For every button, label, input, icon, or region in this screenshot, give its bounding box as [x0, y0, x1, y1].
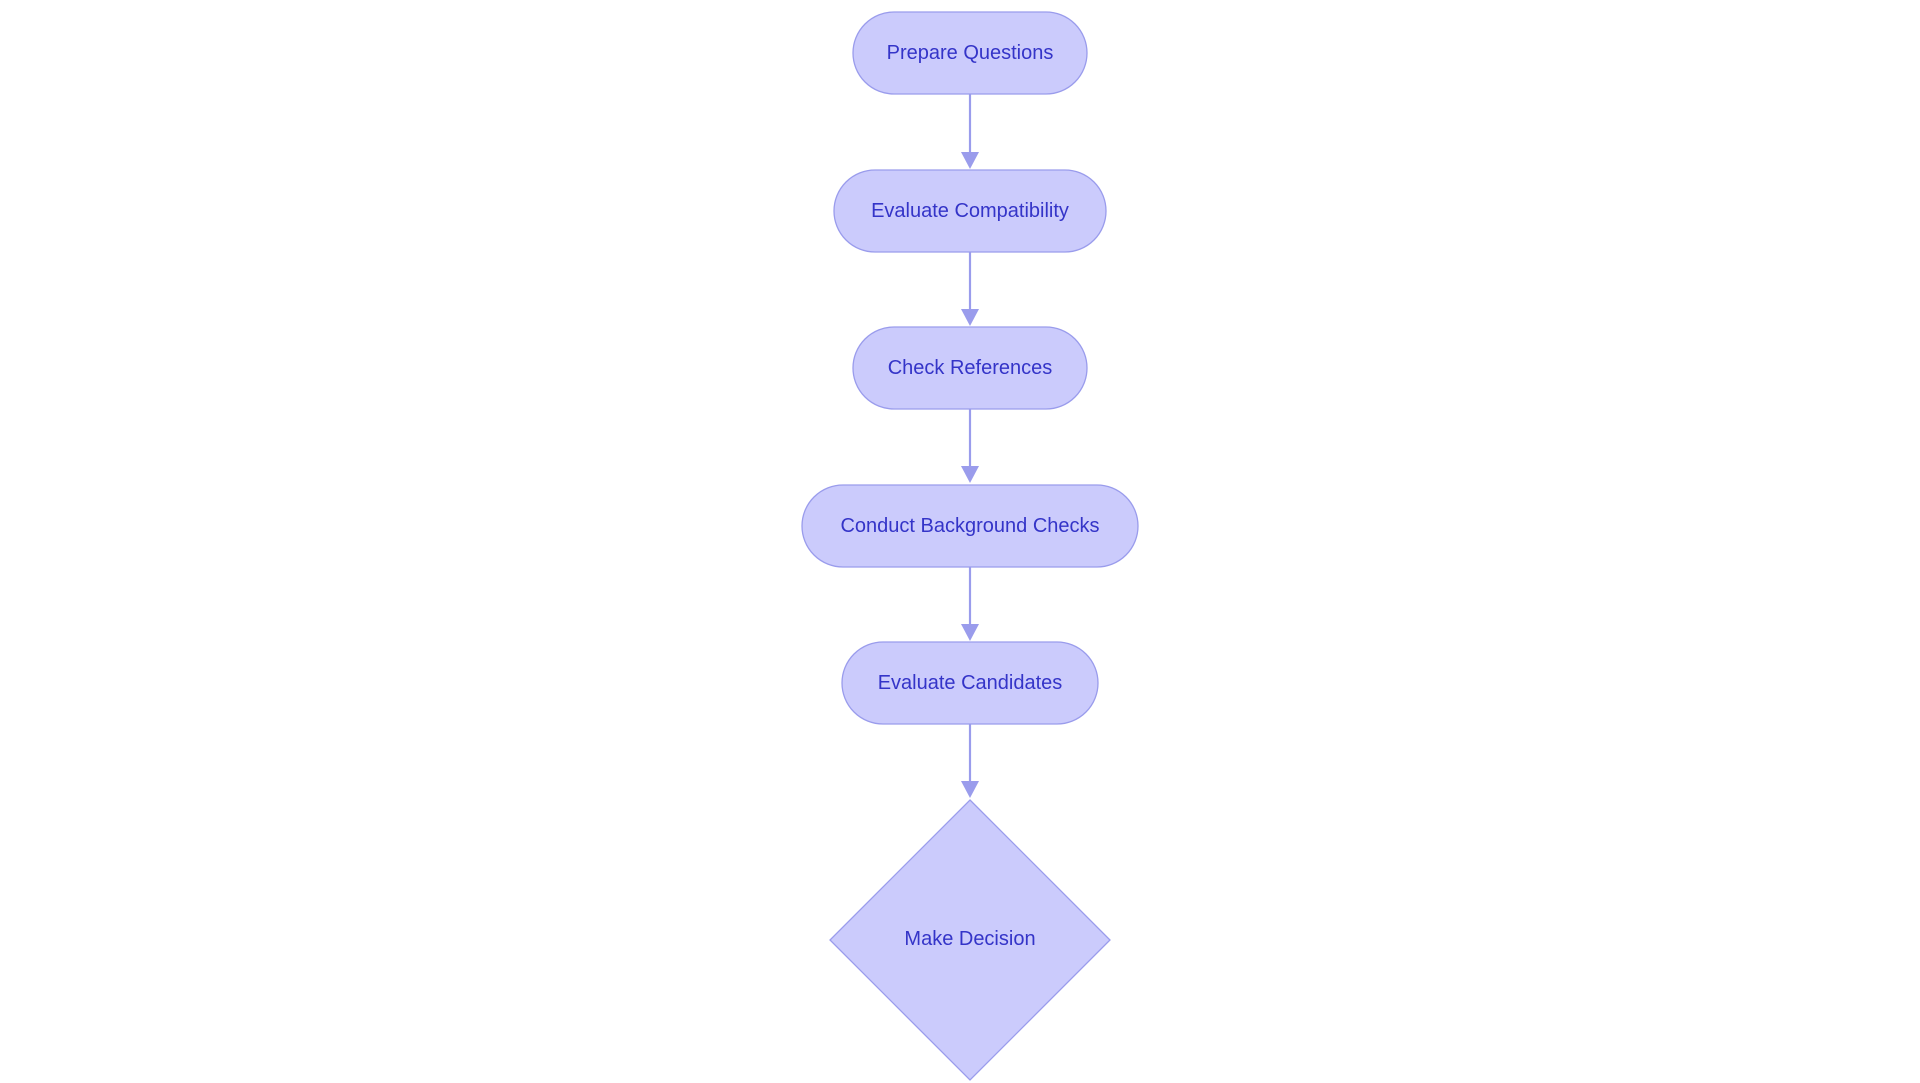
node-evaluate-candidates[interactable]: Evaluate Candidates [841, 641, 1099, 725]
edge-references-to-background [961, 409, 979, 483]
edge-compatibility-to-references [961, 252, 979, 326]
node-make-decision[interactable]: Make Decision [829, 799, 1111, 1081]
node-label: Check References [888, 357, 1053, 379]
node-label: Evaluate Candidates [878, 672, 1063, 694]
arrowhead-icon [961, 309, 979, 326]
edge-candidates-to-decision [961, 724, 979, 798]
node-label: Make Decision [904, 928, 1035, 950]
node-evaluate-compatibility[interactable]: Evaluate Compatibility [833, 169, 1107, 253]
arrowhead-icon [961, 152, 979, 169]
edge-background-to-candidates [961, 567, 979, 641]
arrowhead-icon [961, 781, 979, 798]
node-prepare-questions[interactable]: Prepare Questions [852, 11, 1088, 95]
node-conduct-background-checks[interactable]: Conduct Background Checks [801, 484, 1139, 568]
edge-prepare-to-compatibility [961, 94, 979, 169]
arrowhead-icon [961, 624, 979, 641]
node-label: Prepare Questions [887, 42, 1054, 64]
edges [961, 94, 979, 798]
node-check-references[interactable]: Check References [852, 326, 1088, 410]
node-label: Conduct Background Checks [840, 515, 1099, 537]
node-label: Evaluate Compatibility [871, 200, 1069, 222]
arrowhead-icon [961, 466, 979, 483]
